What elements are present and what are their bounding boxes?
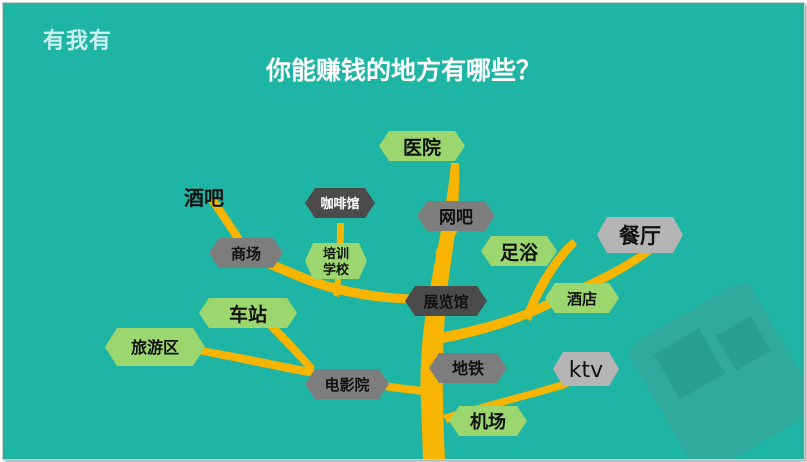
device-watermark [630, 283, 804, 459]
node-restaurant-label: 餐厅 [619, 223, 661, 248]
node-ktv[interactable]: ktv [553, 352, 619, 386]
node-subway-label: 地铁 [452, 359, 484, 378]
branch-right [439, 243, 658, 343]
node-cafe[interactable]: 咖啡馆 [305, 188, 375, 218]
node-foot-bath[interactable]: 足浴 [481, 236, 557, 266]
branch-station [261, 316, 315, 371]
node-airport-label: 机场 [470, 412, 506, 433]
node-mall[interactable]: 商场 [209, 238, 283, 268]
node-netcafe[interactable]: 网吧 [417, 201, 495, 231]
node-hospital-label: 医院 [403, 136, 441, 159]
node-bar[interactable]: 酒吧 [184, 186, 224, 210]
node-school-label-1: 培训 [323, 246, 349, 262]
node-hotel-label: 酒店 [567, 290, 597, 308]
node-netcafe-label: 网吧 [439, 208, 473, 228]
node-hospital[interactable]: 医院 [379, 131, 465, 161]
node-cafe-label: 咖啡馆 [320, 196, 359, 212]
node-exhibition[interactable]: 展览馆 [405, 286, 487, 316]
node-school-label-2: 学校 [323, 262, 350, 278]
node-mall-label: 商场 [231, 245, 261, 263]
node-restaurant[interactable]: 餐厅 [597, 217, 683, 253]
node-subway[interactable]: 地铁 [429, 353, 507, 383]
branch-footbath [523, 239, 577, 321]
node-scenic-area-label: 旅游区 [131, 338, 179, 357]
node-station[interactable]: 车站 [199, 298, 297, 328]
node-cinema[interactable]: 电影院 [305, 369, 389, 399]
node-exhibition-label: 展览馆 [423, 293, 468, 311]
node-ktv-label: ktv [569, 358, 603, 383]
node-bar-label: 酒吧 [184, 186, 224, 210]
node-hotel[interactable]: 酒店 [545, 283, 619, 313]
node-cinema-label: 电影院 [324, 376, 369, 394]
node-school[interactable]: 培训 学校 [305, 243, 367, 279]
node-station-label: 车站 [229, 303, 267, 326]
brand-logo: 有我有 [43, 29, 113, 54]
node-airport[interactable]: 机场 [449, 406, 527, 436]
node-foot-bath-label: 足浴 [500, 242, 539, 264]
slide-title: 你能赚钱的地方有哪些？ [265, 56, 541, 85]
node-scenic-area[interactable]: 旅游区 [105, 328, 205, 366]
tree-diagram: 医院 酒吧 咖啡馆 网吧 商场 培训 学校 [105, 131, 804, 459]
